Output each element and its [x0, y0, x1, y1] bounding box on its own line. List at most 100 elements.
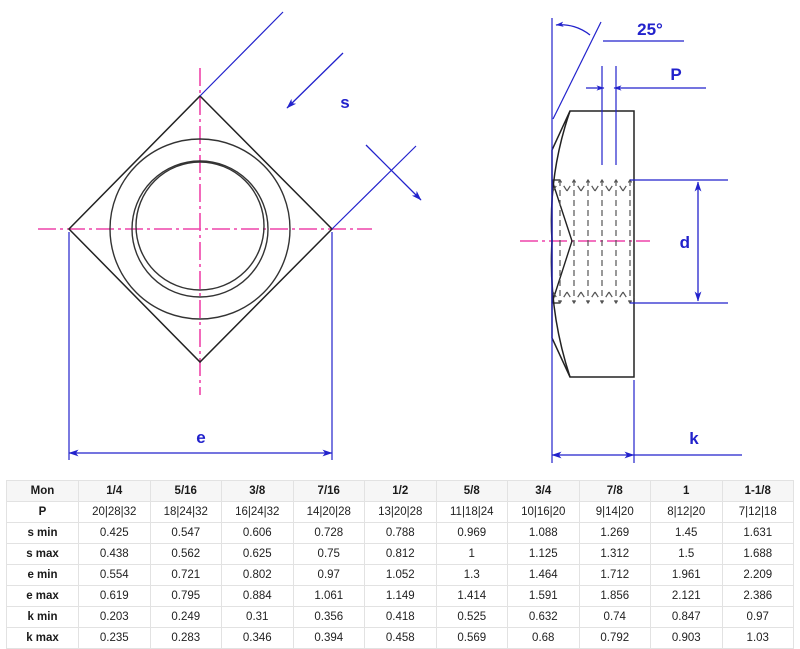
table-cell: 2.121 — [650, 585, 723, 607]
table-cell: 0.903 — [650, 627, 723, 649]
table-cell: 0.569 — [435, 627, 508, 649]
table-cell: 8|12|20 — [650, 501, 723, 523]
table-cell: 0.728 — [292, 522, 365, 544]
table-cell: 13|20|28 — [364, 501, 437, 523]
table-row-label: s max — [6, 543, 79, 565]
p-dimension-label: P — [670, 65, 681, 84]
s-extension-line-upper — [199, 11, 284, 97]
table-cell: 0.606 — [221, 522, 294, 544]
table-row: P 20|28|32 18|24|32 16|24|32 14|20|28 13… — [6, 501, 794, 523]
table-cell: 0.97 — [721, 606, 794, 628]
square-nut-side-view: 25° P d k — [520, 18, 742, 463]
d-dimension-label: d — [680, 233, 690, 252]
nut-body-outline — [551, 110, 635, 378]
table-cell: 1.631 — [721, 522, 794, 544]
table-cell: 0.792 — [578, 627, 651, 649]
table-cell: 0.235 — [78, 627, 151, 649]
table-header-cell-size: 3/8 — [221, 480, 294, 502]
table-header-cell-size: 5/16 — [149, 480, 222, 502]
technical-drawing: s e — [38, 11, 742, 463]
table-cell: 1.414 — [435, 585, 508, 607]
table-header-cell-size: 7/8 — [578, 480, 651, 502]
table-cell: 1.45 — [650, 522, 723, 544]
table-cell: 2.209 — [721, 564, 794, 586]
table-row: e max 0.619 0.795 0.884 1.061 1.149 1.41… — [6, 585, 794, 607]
table-header-row: Mon 1/4 5/16 3/8 7/16 1/2 5/8 3/4 7/8 1 … — [6, 480, 794, 502]
table-cell: 1.052 — [364, 564, 437, 586]
table-cell: 0.458 — [364, 627, 437, 649]
square-nut-dimension-table: Mon 1/4 5/16 3/8 7/16 1/2 5/8 3/4 7/8 1 … — [6, 480, 794, 649]
table-header-cell-size: 1/2 — [364, 480, 437, 502]
table-cell: 0.203 — [78, 606, 151, 628]
table-cell: 1.312 — [578, 543, 651, 565]
table-header-cell-size: 1 — [650, 480, 723, 502]
square-nut-front-view: s e — [38, 11, 422, 460]
table-cell: 0.525 — [435, 606, 508, 628]
table-cell: 1.688 — [721, 543, 794, 565]
table-cell: 2.386 — [721, 585, 794, 607]
table-cell: 0.68 — [507, 627, 580, 649]
s-extension-line-lower — [331, 145, 417, 230]
table-cell: 0.74 — [578, 606, 651, 628]
table-cell: 0.249 — [149, 606, 222, 628]
table-cell: 0.632 — [507, 606, 580, 628]
table-row: s min 0.425 0.547 0.606 0.728 0.788 0.96… — [6, 522, 794, 544]
thread-crest-top — [552, 178, 635, 192]
table-body: P 20|28|32 18|24|32 16|24|32 14|20|28 13… — [6, 501, 794, 649]
table-cell: 0.619 — [78, 585, 151, 607]
table-cell: 1.3 — [435, 564, 508, 586]
table-cell: 0.394 — [292, 627, 365, 649]
table-cell: 0.418 — [364, 606, 437, 628]
table-header-cell-size: 1/4 — [78, 480, 151, 502]
table-cell: 0.562 — [149, 543, 222, 565]
chamfer-circle-middle — [131, 160, 269, 298]
table-row: s max 0.438 0.562 0.625 0.75 0.812 1 1.1… — [6, 543, 794, 565]
table-cell: 16|24|32 — [221, 501, 294, 523]
e-dimension-label: e — [196, 428, 205, 447]
table-cell: 0.31 — [221, 606, 294, 628]
table-row: k min 0.203 0.249 0.31 0.356 0.418 0.525… — [6, 606, 794, 628]
table-cell: 0.346 — [221, 627, 294, 649]
table-cell: 0.356 — [292, 606, 365, 628]
table-cell: 10|16|20 — [507, 501, 580, 523]
table-cell: 14|20|28 — [292, 501, 365, 523]
table-cell: 1.061 — [292, 585, 365, 607]
table-header-cell-size: 3/4 — [507, 480, 580, 502]
table-header-cell-size: 5/8 — [435, 480, 508, 502]
table-row: k max 0.235 0.283 0.346 0.394 0.458 0.56… — [6, 627, 794, 649]
table-cell: 0.969 — [435, 522, 508, 544]
table-header: Mon 1/4 5/16 3/8 7/16 1/2 5/8 3/4 7/8 1 … — [6, 480, 794, 502]
table-cell: 0.425 — [78, 522, 151, 544]
table-cell: 0.547 — [149, 522, 222, 544]
table-row-label: s min — [6, 522, 79, 544]
s-dimension-arrow-upper — [286, 52, 344, 109]
table-cell: 1.149 — [364, 585, 437, 607]
table-row: e min 0.554 0.721 0.802 0.97 1.052 1.3 1… — [6, 564, 794, 586]
table-row-label: k min — [6, 606, 79, 628]
table-cell: 0.554 — [78, 564, 151, 586]
table-cell: 9|14|20 — [578, 501, 651, 523]
k-dimension-label: k — [689, 429, 699, 448]
bore-circle-inner — [135, 161, 265, 291]
table-cell: 0.438 — [78, 543, 151, 565]
table-cell: 1.591 — [507, 585, 580, 607]
table-cell: 1.03 — [721, 627, 794, 649]
table-cell: 1.856 — [578, 585, 651, 607]
table-row-label: P — [6, 501, 79, 523]
angle-dimension-label: 25° — [637, 20, 663, 39]
table-cell: 0.625 — [221, 543, 294, 565]
table-cell: 1 — [435, 543, 508, 565]
table-cell: 7|12|18 — [721, 501, 794, 523]
table-header-cell-size: 7/16 — [292, 480, 365, 502]
bore-taper-lines — [551, 179, 573, 304]
table-header-cell-size: 1-1/8 — [721, 480, 794, 502]
nut-outline-diamond — [67, 94, 334, 364]
thread-crest-bottom — [552, 291, 635, 305]
drawing-canvas: s e — [38, 11, 742, 463]
table-cell: 20|28|32 — [78, 501, 151, 523]
table-cell: 0.788 — [364, 522, 437, 544]
table-cell: 1.5 — [650, 543, 723, 565]
table-cell: 0.812 — [364, 543, 437, 565]
chamfer-circle-outer — [109, 138, 291, 320]
